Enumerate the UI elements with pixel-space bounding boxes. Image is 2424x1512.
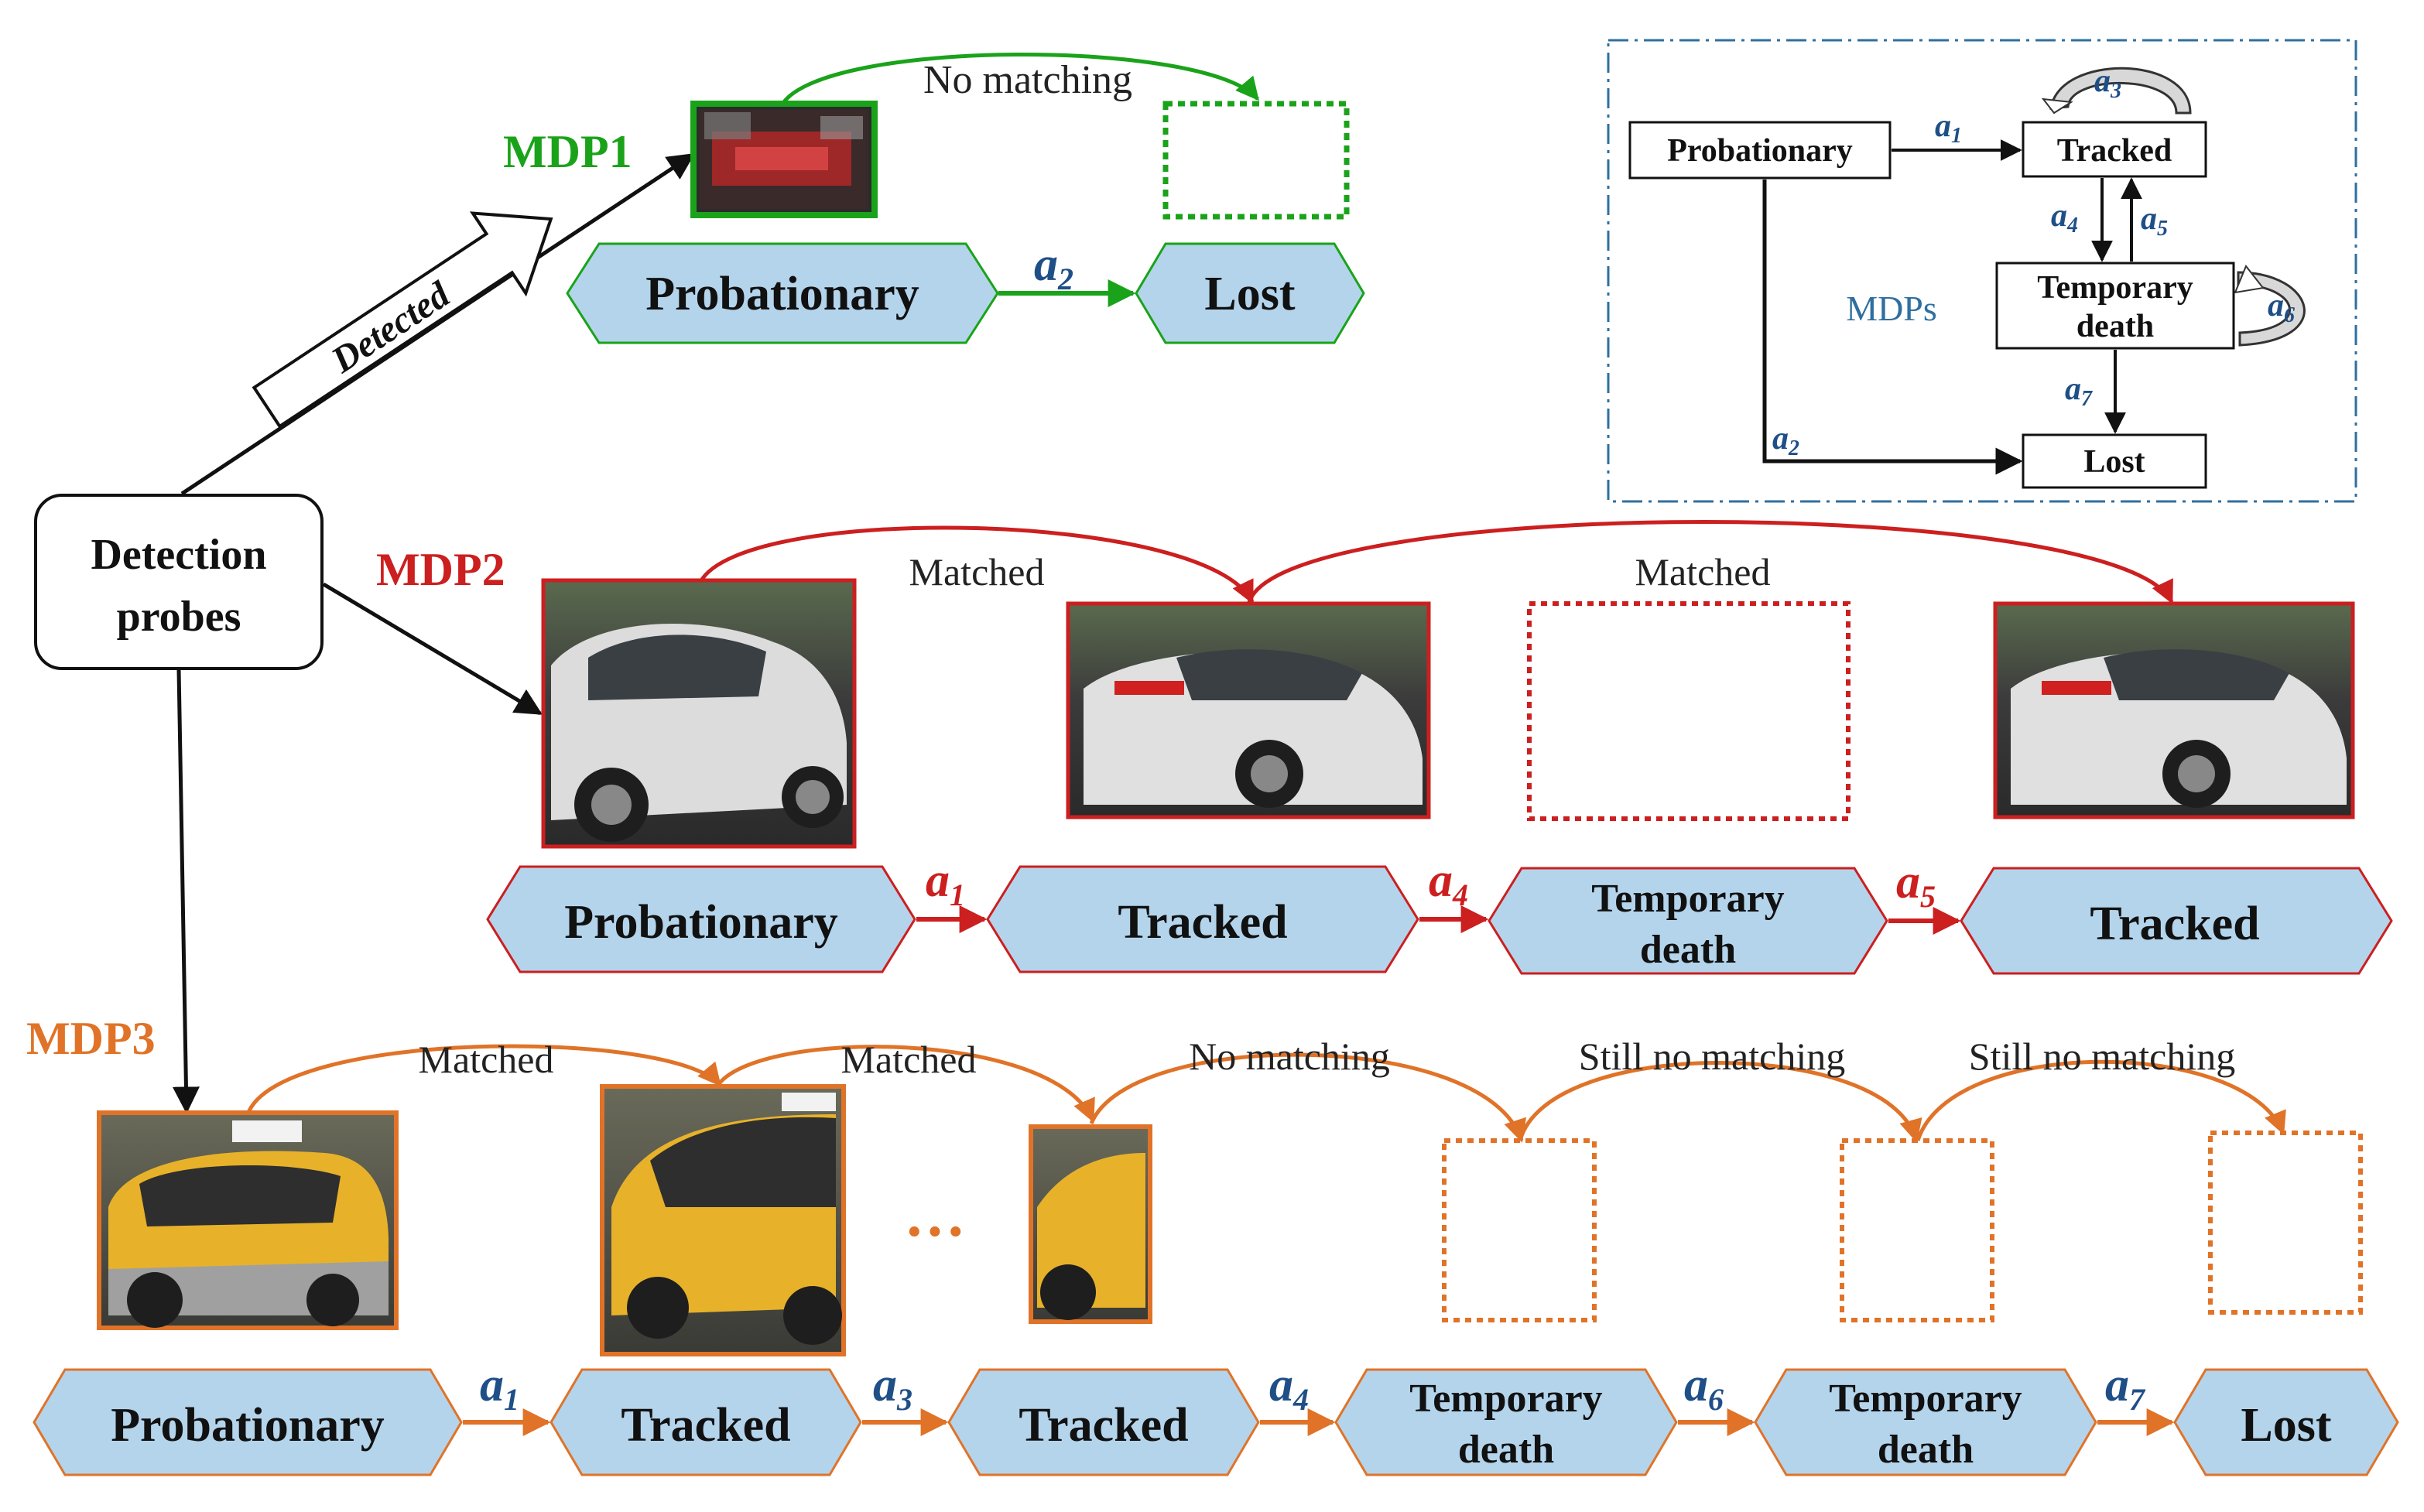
inset-a6: a6: [2268, 288, 2295, 327]
mdp2-state-tracked: Tracked: [986, 865, 1419, 973]
mdp2-matched-label-1: Matched: [909, 550, 1045, 594]
mdp3-action-label-5: a7: [2105, 1359, 2146, 1417]
mdp1-detection-image: [690, 101, 878, 218]
mdp3-title: MDP3: [26, 1013, 156, 1064]
mdp1-action-label: a2: [1034, 238, 1073, 296]
mdp3-empty-box-1: [1442, 1138, 1597, 1322]
mdp3-still-no-matching-label-2: Still no matching: [1969, 1035, 2235, 1078]
mdp1-no-matching-label: No matching: [923, 58, 1132, 102]
mdp3-image-probationary: [97, 1110, 399, 1330]
mdp3-no-matching-arc: [1089, 1052, 1526, 1143]
inset-lost-label: Lost: [2083, 444, 2145, 480]
mdp3-state-tracked-2: Tracked: [947, 1368, 1260, 1476]
mdp2-state-tracked-2: Tracked: [1960, 867, 2393, 975]
inset-arrow-a2: [1762, 180, 2023, 475]
mdp3-still-no-matching-arc-2: [1916, 1059, 2286, 1141]
mdp3-empty-box-2: [1840, 1138, 1994, 1322]
arrow-to-mdp1: [180, 152, 695, 496]
mdp3-state-temporary-2-line2: death: [1878, 1428, 1974, 1472]
mdp3-state-tracked-label: Tracked: [621, 1399, 790, 1452]
inset-tracked-box: [2022, 121, 2207, 178]
inset-lost-box: [2022, 433, 2207, 489]
inset-temporary-label-line2: death: [2076, 309, 2154, 344]
mdp3-matched-label-2: Matched: [841, 1038, 977, 1081]
mdp2-image-probationary: [541, 578, 857, 849]
mdp3-state-temporary-1-line1: Temporary: [1409, 1377, 1602, 1421]
mdp3-state-lost-label: Lost: [2241, 1399, 2331, 1452]
mdp2-action-label-1: a1: [926, 854, 965, 912]
mdp2-matched-arc-1: [698, 525, 1255, 604]
mdp3-action-label-4: a6: [1684, 1359, 1724, 1417]
mdp2-empty-detection-box: [1527, 601, 1851, 821]
mdp3-state-probationary-label: Probationary: [111, 1399, 385, 1452]
mdp3-ellipsis: ···: [904, 1198, 966, 1266]
mdp2-state-temporary-label-line1: Temporary: [1591, 877, 1784, 921]
mdp3-state-temporary-death-2: Temporary death: [1754, 1368, 2097, 1476]
mdp1-state-lost-label: Lost: [1204, 268, 1295, 320]
mdp3-action-label-3: a4: [1269, 1359, 1309, 1417]
mdp3-state-probationary: Probationary: [33, 1368, 463, 1476]
mdp3-no-matching-label: No matching: [1189, 1035, 1390, 1078]
mdp2-image-tracked-again: [1993, 601, 2355, 819]
mdp2-state-tracked-2-label: Tracked: [2090, 898, 2259, 950]
mdp3-state-tracked: Tracked: [550, 1368, 862, 1476]
inset-temporary-death-box: [1995, 262, 2235, 350]
detection-probes-line2: probes: [117, 593, 241, 641]
mdp1-state-probationary-label: Probationary: [645, 268, 919, 320]
mdp1-state-lost: Lost: [1135, 242, 1365, 344]
detected-block-arrow: Detected: [252, 211, 553, 429]
mdp2-state-temporary-death: Temporary death: [1488, 867, 1888, 975]
mdp2-state-temporary-label-line2: death: [1640, 928, 1736, 972]
inset-self-loop-a3: [2049, 67, 2192, 115]
mdp2-image-tracked: [1066, 601, 1431, 819]
arrow-to-mdp3: [172, 669, 200, 1114]
inset-a1: a1: [1935, 108, 1962, 148]
mdp2-action-label-3: a5: [1896, 856, 1936, 914]
mdp3-image-tracked-partial: [1029, 1124, 1152, 1324]
mdp2-matched-label-2: Matched: [1635, 550, 1771, 594]
mdps-inset-panel: Probationary Tracked Temporary death Los…: [1607, 39, 2357, 503]
inset-a7: a7: [2065, 371, 2093, 411]
inset-temporary-label-line1: Temporary: [2037, 270, 2193, 306]
inset-a4: a4: [2051, 198, 2078, 238]
mdp3-state-lost: Lost: [2173, 1368, 2399, 1476]
mdp3-still-no-matching-arc-1: [1518, 1061, 1922, 1143]
mdp3-action-label-2: a3: [873, 1359, 912, 1417]
mdp1-state-probationary: Probationary: [566, 242, 999, 344]
mdp3-state-tracked-2-label: Tracked: [1019, 1399, 1188, 1452]
mdp2-state-probationary-label: Probationary: [564, 896, 838, 949]
mdp3-empty-box-3: [2208, 1131, 2363, 1315]
mdp3-still-no-matching-label-1: Still no matching: [1579, 1035, 1845, 1078]
mdp3-matched-arc-2: [716, 1045, 1095, 1123]
inset-a5: a5: [2141, 201, 2168, 241]
arrow-to-mdp2: [322, 582, 543, 716]
mdp1-title: MDP1: [503, 126, 632, 177]
inset-self-loop-a6: [2237, 271, 2306, 347]
mdp3-image-tracked: [600, 1084, 846, 1356]
mdp3-matched-arc-1: [245, 1044, 721, 1115]
mdp2-state-probationary: Probationary: [486, 865, 916, 973]
inset-tracked-label: Tracked: [2057, 133, 2172, 169]
mdp3-state-temporary-2-line1: Temporary: [1829, 1377, 2022, 1421]
mdp3-matched-label-1: Matched: [419, 1038, 554, 1081]
mdp3-state-temporary-death: Temporary death: [1334, 1368, 1678, 1476]
detection-probes-node: Detection probes: [34, 494, 324, 670]
mdp3-action-label-1: a1: [480, 1359, 519, 1417]
mdp2-state-tracked-label: Tracked: [1118, 896, 1287, 949]
mdp1-empty-detection-box: [1162, 101, 1350, 220]
inset-mdps-label: MDPs: [1846, 289, 1937, 328]
mdp2-action-label-2: a4: [1429, 854, 1468, 912]
inset-a3: a3: [2094, 63, 2121, 103]
mdp1-no-matching-arc: [779, 52, 1259, 107]
inset-probationary-box: [1628, 121, 1892, 180]
inset-probationary-label: Probationary: [1667, 133, 1853, 169]
mdp3-state-temporary-1-line2: death: [1458, 1428, 1554, 1472]
mdp2-matched-arc-2: [1247, 520, 2174, 604]
inset-a2: a2: [1772, 421, 1799, 460]
detection-probes-line1: Detection: [91, 531, 266, 579]
mdp2-title: MDP2: [376, 544, 505, 595]
